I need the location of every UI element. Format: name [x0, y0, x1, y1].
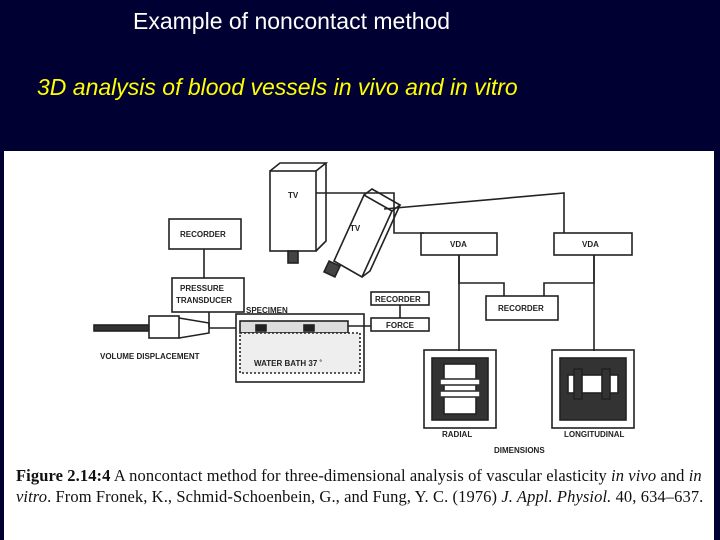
caption-fig-label: Figure 2.14:4: [16, 466, 111, 485]
slide-title: Example of noncontact method: [133, 8, 451, 34]
caption-journal: J. Appl. Physiol.: [501, 487, 612, 506]
label-tv-upper: TV: [288, 191, 299, 200]
label-specimen: SPECIMEN: [246, 306, 288, 315]
radial-monitor: [423, 349, 497, 429]
label-force: FORCE: [386, 321, 415, 330]
label-tv-lower: TV: [350, 224, 361, 233]
label-radial: RADIAL: [442, 430, 472, 439]
figure-caption: Figure 2.14:4 A noncontact method for th…: [16, 465, 712, 507]
caption-in-vitro: in vitro: [16, 466, 702, 506]
label-vda-right: VDA: [582, 240, 599, 249]
apparatus-diagram: TV TV RECORDER PRESSURE TRANSDUCER SPECI…: [93, 162, 635, 455]
label-volume-displacement: VOLUME DISPLACEMENT: [100, 352, 200, 361]
label-dimensions: DIMENSIONS: [494, 446, 545, 455]
label-transducer: TRANSDUCER: [176, 296, 232, 305]
caption-part3: 40, 634–637.: [611, 487, 704, 506]
longitudinal-monitor: [551, 349, 635, 429]
tv-camera-lower: [332, 193, 394, 279]
recorder-right-box: [485, 295, 559, 321]
caption-and: and: [656, 466, 689, 485]
vda-right-box: [553, 232, 633, 256]
tv-camera-upper: [269, 170, 317, 252]
label-recorder-mid: RECORDER: [375, 295, 421, 304]
recorder-left-box: [168, 218, 242, 250]
caption-part1: A noncontact method for three-dimensiona…: [113, 466, 612, 485]
label-recorder-right: RECORDER: [498, 304, 544, 313]
figure-panel: TV TV RECORDER PRESSURE TRANSDUCER SPECI…: [4, 151, 714, 540]
caption-in-vivo: in vivo: [611, 466, 657, 485]
label-longitudinal: LONGITUDINAL: [564, 430, 625, 439]
label-recorder-left: RECORDER: [180, 230, 226, 239]
label-pressure: PRESSURE: [180, 284, 225, 293]
water-bath: [235, 313, 365, 383]
caption-part2: . From Fronek, K., Schmid-Schoenbein, G.…: [47, 487, 502, 506]
slide-subtitle: 3D analysis of blood vessels in vivo and…: [37, 74, 518, 100]
pressure-transducer-box: [171, 277, 245, 313]
label-vda-left: VDA: [450, 240, 467, 249]
label-water-bath: WATER BATH 37 ˚: [254, 359, 322, 368]
